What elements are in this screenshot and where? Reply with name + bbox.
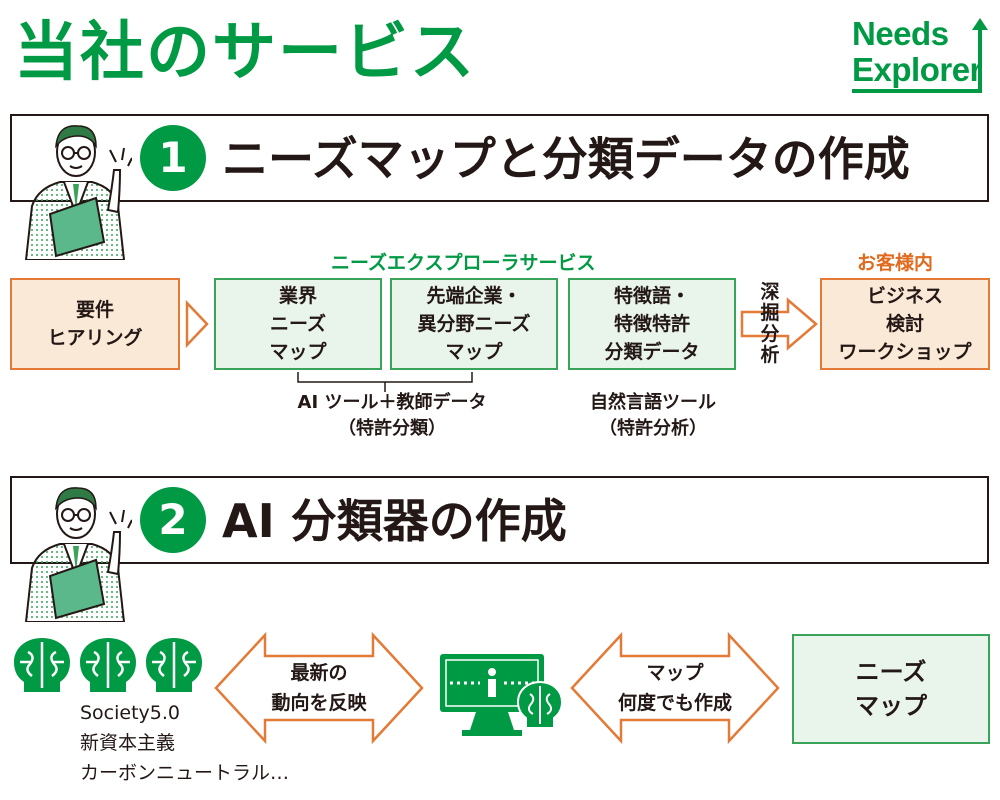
patent-data-box: 特徴語・ 特徴特許 分類データ xyxy=(568,278,736,370)
society-keywords: Society5.0 新資本主義 カーボンニュートラル… xyxy=(80,702,290,784)
double-arrow-1-icon xyxy=(214,632,424,744)
brain-icon-2 xyxy=(80,638,136,692)
workshop-box-text: ビジネス 検討 ワークショップ xyxy=(838,285,972,363)
section2-bar: 2 AI 分類器の作成 xyxy=(10,476,989,564)
reflect-trends-text: 最新の 動向を反映 xyxy=(271,662,367,714)
section1-number-badge: 1 xyxy=(140,125,206,191)
deep-analysis-label: 深 掘 分 析 xyxy=(760,281,780,366)
service-label: ニーズエクスプローラサービス xyxy=(331,252,596,274)
needs-explorer-logo: Needs Explorer xyxy=(848,14,990,96)
section2-number-badge: 2 xyxy=(140,487,206,553)
workshop-box: ビジネス 検討 ワークショップ xyxy=(820,278,990,370)
industry-needs-map-box: 業界 ニーズ マップ xyxy=(214,278,382,370)
ai-tool-note: AI ツール＋教師データ （特許分類） xyxy=(297,392,487,439)
hearing-box-text: 要件 ヒアリング xyxy=(47,299,143,349)
presenter-illustration-2-icon xyxy=(24,487,132,622)
needs-map-result-text: ニーズ マップ xyxy=(855,658,927,720)
hearing-box: 要件 ヒアリング xyxy=(10,278,180,370)
patent-data-text: 特徴語・ 特徴特許 分類データ xyxy=(604,285,700,363)
brain-icon-1 xyxy=(14,638,70,692)
logo-arrow-icon xyxy=(852,18,988,93)
double-arrow-2-icon xyxy=(570,632,780,744)
chevron-right-icon xyxy=(185,300,209,348)
logo-line-1: Needs xyxy=(852,15,949,52)
deep-analysis-arrow-icon xyxy=(740,297,818,351)
brain-icon-3 xyxy=(146,638,202,692)
client-label: お客様内 xyxy=(857,252,934,274)
map-anytime-text: マップ 何度でも作成 xyxy=(617,662,732,714)
brain-icons-group xyxy=(14,638,202,692)
section1-title: ニーズマップと分類データの作成 xyxy=(222,132,910,186)
needs-map-result-box: ニーズ マップ xyxy=(792,634,990,744)
advanced-needs-map-text: 先端企業・ 異分野ニーズ マップ xyxy=(417,285,531,363)
logo-line-2: Explorer xyxy=(852,51,982,88)
section1-bar: 1 ニーズマップと分類データの作成 xyxy=(10,114,989,202)
ai-monitor-icon xyxy=(440,654,564,736)
nlp-tool-note: 自然言語ツール （特許分析） xyxy=(590,392,716,439)
page-title: 当社のサービス xyxy=(14,16,476,90)
industry-needs-map-text: 業界 ニーズ マップ xyxy=(269,285,327,363)
section2-title: AI 分類器の作成 xyxy=(222,494,567,548)
presenter-illustration-icon xyxy=(24,125,132,260)
bracket-connector xyxy=(297,372,473,392)
advanced-needs-map-box: 先端企業・ 異分野ニーズ マップ xyxy=(390,278,558,370)
